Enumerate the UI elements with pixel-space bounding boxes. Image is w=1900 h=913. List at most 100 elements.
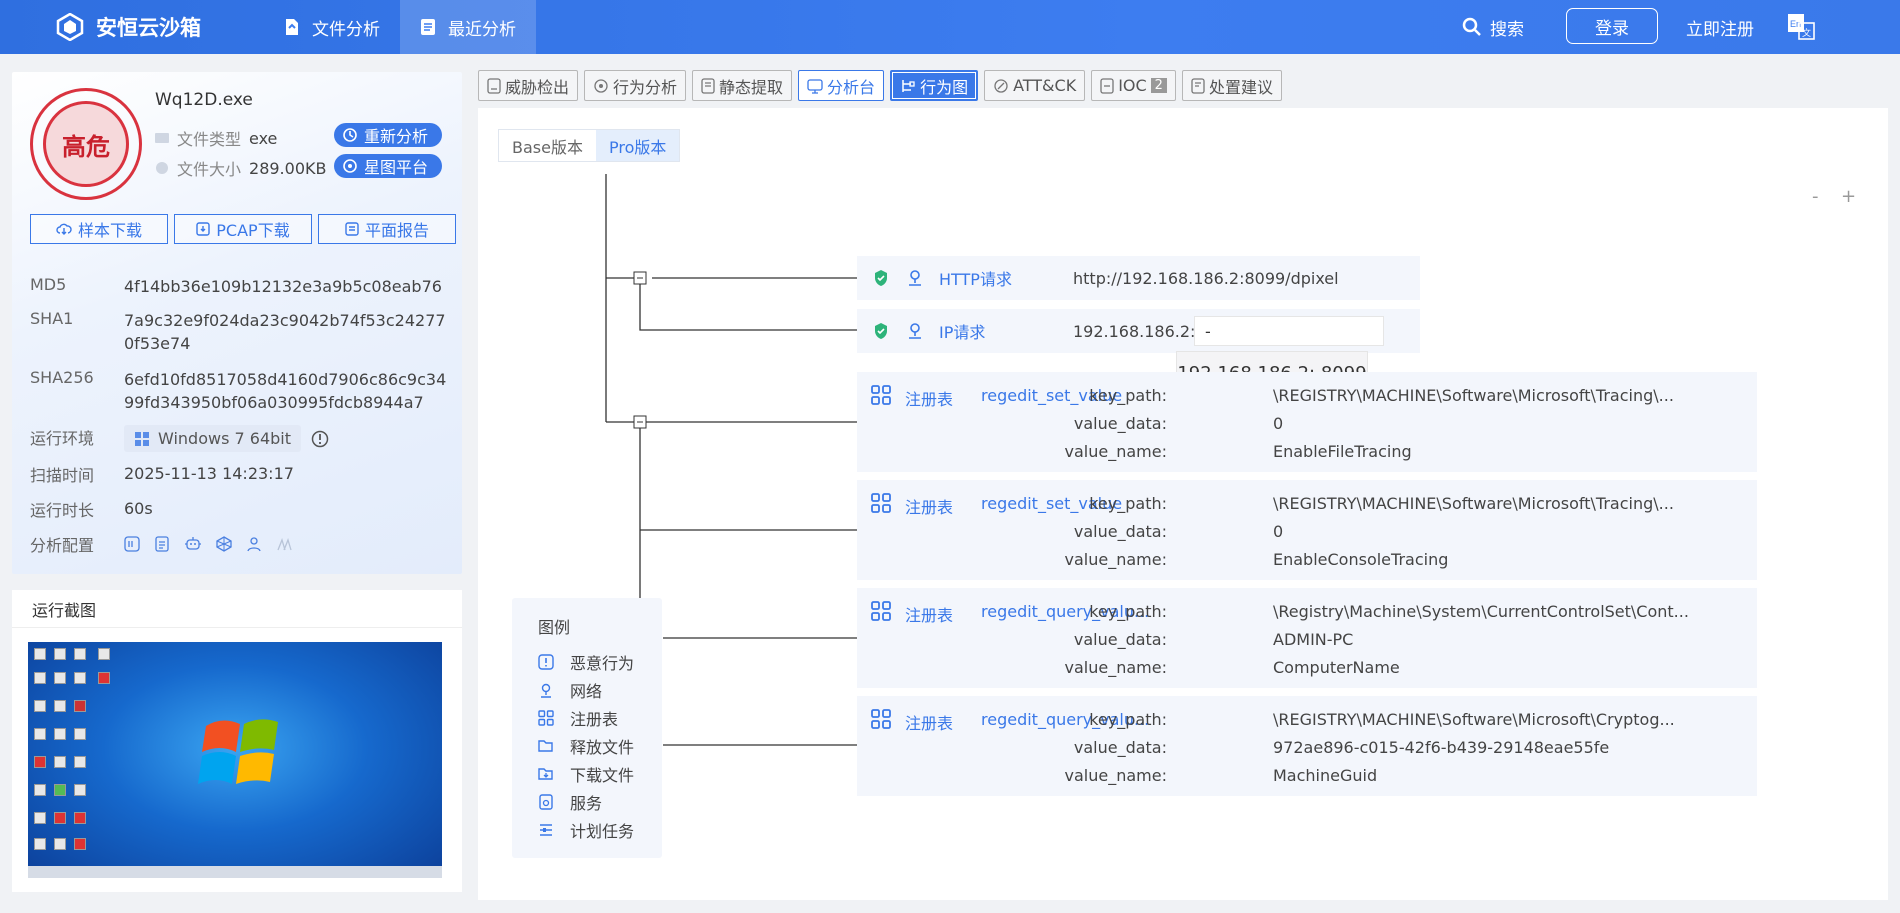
key-path-label: key_path: [1089, 710, 1167, 729]
config-user-icon[interactable] [246, 536, 262, 552]
tab-threat-detection-label: 威胁检出 [505, 77, 570, 97]
risk-level: 高危 [43, 101, 129, 187]
env-value: Windows 7 64bit [158, 429, 292, 448]
nav-recent-analysis[interactable]: 最近分析 [400, 0, 536, 54]
desktop-icon [74, 784, 86, 796]
ip-request-value: 192.168.186.2: 80 [1073, 321, 1221, 341]
value-data-value: 972ae896-c015-42f6-b439-29148eae55fe [1273, 738, 1610, 757]
tab-behavior-graph[interactable]: 行为图 [890, 70, 979, 101]
main-nav: 文件分析 最近分析 [264, 0, 536, 54]
svg-text:文: 文 [1802, 27, 1811, 39]
value-name-value: EnableFileTracing [1273, 442, 1412, 461]
version-pro-button[interactable]: Pro版本 [595, 130, 680, 161]
flat-report-button[interactable]: 平面报告 [318, 214, 456, 244]
windows-logo-icon [198, 719, 278, 784]
duration-row: 运行时长 60s [30, 497, 454, 521]
registry-operation: regedit_set_value [981, 386, 1123, 405]
ip-request-type: IP请求 [939, 323, 986, 342]
registry-operation: regedit_query_valu... [981, 602, 1150, 621]
env-chip: Windows 7 64bit [124, 425, 302, 452]
run-screenshot-image[interactable] [28, 642, 442, 878]
http-request-node[interactable]: HTTP请求 http://192.168.186.2:8099/dpixel [857, 256, 1420, 300]
sha256-row: SHA256 6efd10fd8517058d4160d7906c86c9c34… [30, 368, 454, 414]
ioc-icon [1100, 77, 1114, 94]
zoom-in-button[interactable]: + [1841, 186, 1857, 207]
config-timer-icon[interactable] [124, 536, 140, 552]
nav-file-analysis[interactable]: 文件分析 [264, 0, 400, 54]
zoom-out-button[interactable]: - [1812, 186, 1819, 207]
ip-detail-field[interactable]: - [1194, 316, 1384, 346]
run-screenshot-title: 运行截图 [12, 590, 462, 628]
value-data-value: ADMIN-PC [1273, 630, 1354, 649]
tab-analysis-desk[interactable]: 分析台 [798, 70, 885, 101]
sha1-value: 7a9c32e9f024da23c9042b74f53c242770f53e74 [124, 311, 446, 353]
tab-threat-detection[interactable]: 威胁检出 [478, 70, 579, 101]
sha256-label: SHA256 [30, 368, 94, 387]
desktop-icon [54, 838, 66, 850]
config-document-icon[interactable] [154, 536, 170, 552]
duration-value: 60s [124, 499, 153, 518]
disposal-advice-icon [1191, 77, 1205, 94]
nav-file-analysis-label: 文件分析 [312, 19, 380, 40]
file-type-row: 文件类型 exe [155, 126, 277, 150]
tab-static-extraction[interactable]: 静态提取 [692, 70, 793, 101]
download-actions: 样本下载 PCAP下载 平面报告 [30, 214, 456, 244]
tab-static-extraction-label: 静态提取 [719, 77, 784, 97]
scheduled-task-icon [540, 824, 552, 836]
pcap-download-label: PCAP下载 [216, 221, 290, 240]
key-path-value: \REGISTRY\MACHINE\Software\Microsoft\Cry… [1273, 710, 1675, 729]
language-switch-icon[interactable]: En文 [1786, 12, 1816, 42]
reanalyze-button[interactable]: 重新分析 [334, 123, 443, 147]
tab-attck[interactable]: ATT&CK [984, 70, 1086, 101]
sha1-label: SHA1 [30, 309, 74, 328]
desktop-icon [74, 648, 86, 660]
value-data-label: value_data: [1073, 630, 1167, 649]
md5-label: MD5 [30, 275, 67, 294]
search-label: 搜索 [1490, 19, 1524, 40]
config-network-icon[interactable] [216, 536, 232, 552]
tab-ioc[interactable]: IOC 2 [1091, 70, 1176, 101]
config-robot-icon[interactable] [184, 536, 202, 552]
registry-type: 注册表 [905, 390, 954, 409]
folder-download-icon [538, 768, 553, 780]
registry-node[interactable]: 注册表 regedit_set_value key_path: value_da… [857, 480, 1757, 580]
risk-badge: 高危 [30, 88, 142, 200]
file-size-value: 289.00KB [249, 158, 327, 178]
registry-node[interactable]: 注册表 regedit_query_valu... key_path: valu… [857, 588, 1757, 688]
register-link[interactable]: 立即注册 [1686, 19, 1754, 40]
sample-download-button[interactable]: 样本下载 [30, 214, 168, 244]
reanalyze-label: 重新分析 [364, 127, 429, 146]
brand[interactable]: 安恒云沙箱 [56, 0, 201, 54]
config-signal-icon[interactable] [276, 536, 294, 552]
scan-time-value: 2025-11-13 14:23:17 [124, 464, 294, 483]
desktop-icon [74, 700, 86, 712]
legend-item-service: 服务 [538, 790, 602, 814]
tab-disposal-advice[interactable]: 处置建议 [1181, 70, 1282, 101]
tab-behavior-analysis[interactable]: 行为分析 [584, 70, 687, 101]
tab-attck-label: ATT&CK [1013, 76, 1077, 95]
registry-type: 注册表 [905, 498, 954, 517]
desktop-icon [34, 728, 46, 740]
sha256-value: 6efd10fd8517058d4160d7906c86c9c3499fd343… [124, 370, 447, 412]
recent-analysis-icon [421, 19, 435, 35]
search-link[interactable]: 搜索 [1462, 0, 1524, 54]
registry-icon [871, 709, 891, 729]
desktop-icon [34, 784, 46, 796]
value-data-label: value_data: [1073, 414, 1167, 433]
tab-disposal-advice-label: 处置建议 [1208, 77, 1273, 97]
registry-node[interactable]: 注册表 regedit_set_value key_path: value_da… [857, 372, 1757, 472]
login-button[interactable]: 登录 [1566, 8, 1658, 44]
nav-recent-analysis-label: 最近分析 [448, 19, 516, 40]
registry-icon [538, 710, 554, 726]
pcap-download-button[interactable]: PCAP下载 [174, 214, 312, 244]
md5-value: 4f14bb36e109b12132e3a9b5c08eab76 [124, 277, 442, 296]
key-path-label: key_path: [1089, 386, 1167, 405]
network-icon [541, 683, 551, 698]
desktop-taskbar [28, 866, 442, 878]
registry-node[interactable]: 注册表 regedit_query_valu... key_path: valu… [857, 696, 1757, 796]
shield-check-icon [875, 323, 887, 339]
env-info-icon[interactable] [311, 430, 329, 448]
analysis-config-icons [124, 532, 454, 556]
version-base-button[interactable]: Base版本 [512, 137, 583, 157]
star-platform-button[interactable]: 星图平台 [334, 154, 443, 178]
